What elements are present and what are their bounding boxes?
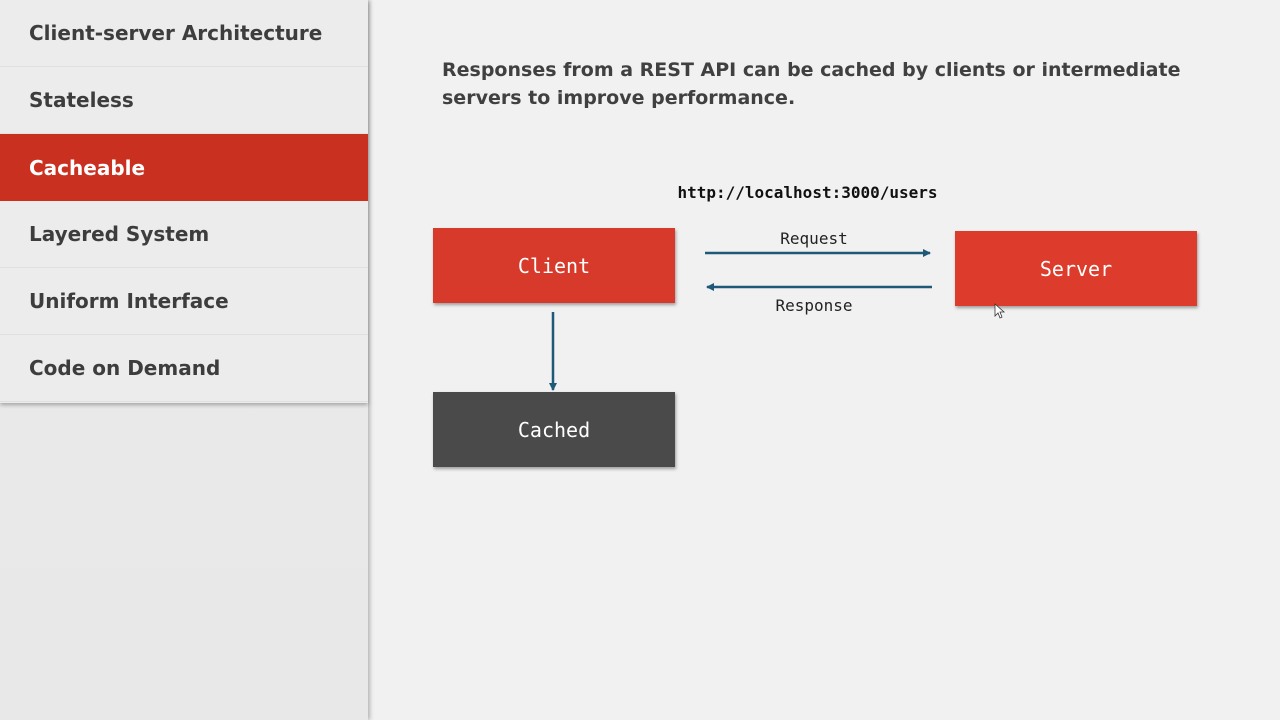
nav-item-client-server-architecture[interactable]: Client-server Architecture (0, 0, 368, 67)
nav-item-code-on-demand[interactable]: Code on Demand (0, 335, 368, 402)
nav-item-stateless[interactable]: Stateless (0, 67, 368, 134)
sidebar: Client-server Architecture Stateless Cac… (0, 0, 368, 720)
topic-nav: Client-server Architecture Stateless Cac… (0, 0, 368, 403)
request-label: Request (780, 229, 848, 248)
description-text: Responses from a REST API can be cached … (442, 59, 1181, 109)
nav-item-cacheable[interactable]: Cacheable (0, 134, 368, 201)
cached-box: Cached (433, 392, 675, 467)
nav-item-uniform-interface[interactable]: Uniform Interface (0, 268, 368, 335)
endpoint-url: http://localhost:3000/users (677, 183, 938, 202)
server-box: Server (955, 231, 1197, 306)
client-box: Client (433, 228, 675, 303)
response-label: Response (775, 296, 853, 315)
nav-item-layered-system[interactable]: Layered System (0, 201, 368, 268)
mouse-cursor-icon (994, 303, 1006, 319)
